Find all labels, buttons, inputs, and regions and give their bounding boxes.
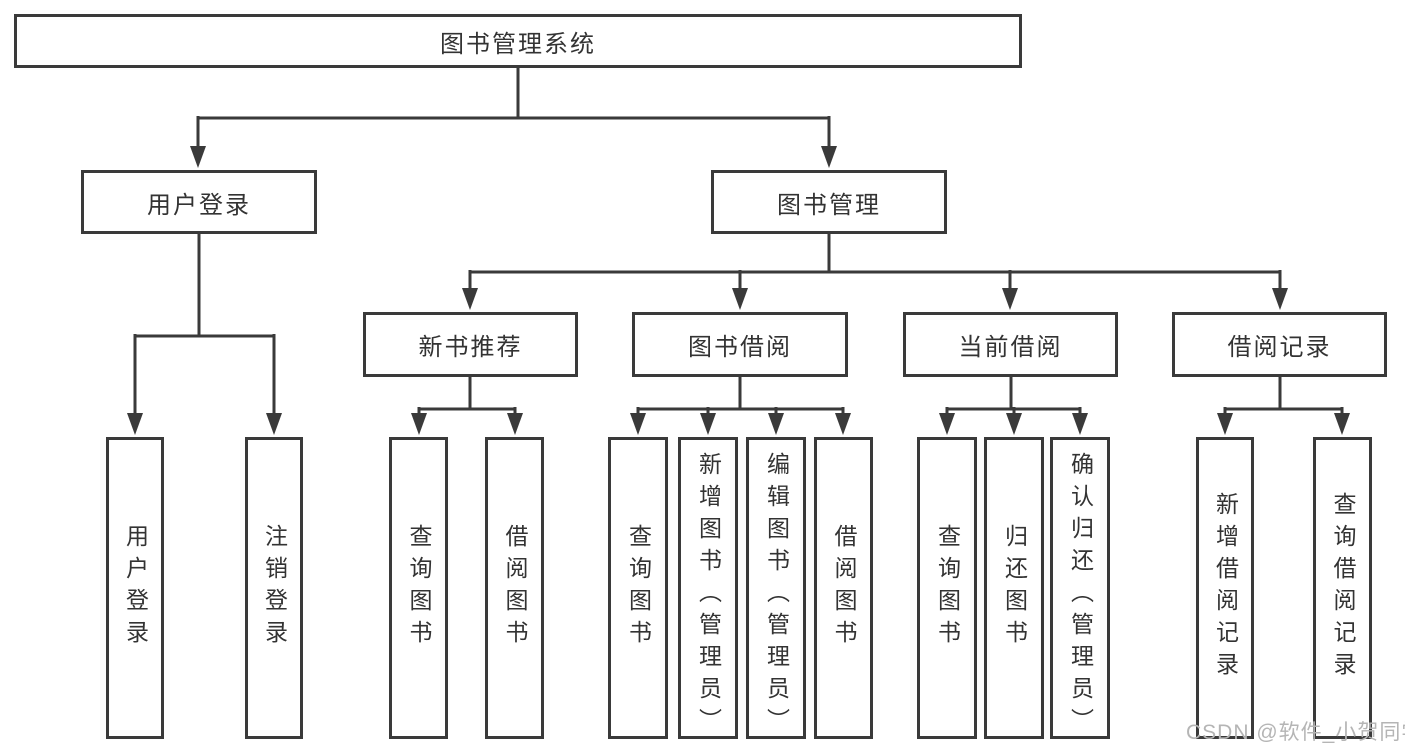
node-current-borrowing: 当前借阅 [903,312,1118,377]
leaf-label: 新增借阅记录 [1212,492,1239,684]
leaf-label: 借阅图书 [831,524,857,652]
leaf-borrow-books-recommend: 借阅图书 [485,437,544,739]
leaf-label: 查询借阅记录 [1330,492,1356,684]
leaf-query-books-recommend: 查询图书 [389,437,448,739]
leaf-user-login: 用户登录 [106,437,164,739]
leaf-label: 用户登录 [122,524,149,652]
leaf-edit-books-admin: 编辑图书（管理员） [746,437,806,740]
leaf-label: 借阅图书 [502,524,528,652]
leaf-return-books: 归还图书 [984,437,1044,739]
leaf-add-books-admin: 新增图书（管理员） [678,437,738,740]
leaf-logout: 注销登录 [245,437,303,739]
leaf-query-books-current: 查询图书 [917,437,977,739]
leaf-label: 新增图书（管理员） [695,452,722,740]
leaf-borrow-books: 借阅图书 [814,437,873,739]
leaf-label: 查询图书 [406,524,432,652]
csdn-watermark: CSDN @软件_小贺同学 [1186,721,1405,744]
leaf-label: 查询图书 [625,524,652,652]
leaf-label: 查询图书 [934,524,961,652]
node-book-management: 图书管理 [711,170,947,234]
leaf-label: 归还图书 [1001,524,1028,652]
leaf-query-borrow-record: 查询借阅记录 [1313,437,1372,739]
leaf-label: 确认归还（管理员） [1067,452,1094,740]
leaf-label: 编辑图书（管理员） [763,452,790,740]
leaf-label: 注销登录 [261,524,288,652]
node-borrowing-records: 借阅记录 [1172,312,1387,377]
leaf-add-borrow-record: 新增借阅记录 [1196,437,1254,739]
node-new-book-recommendation: 新书推荐 [363,312,578,377]
node-library-management-system: 图书管理系统 [14,14,1022,68]
node-user-login: 用户登录 [81,170,317,234]
node-book-borrowing: 图书借阅 [632,312,848,377]
leaf-confirm-return-admin: 确认归还（管理员） [1050,437,1110,740]
leaf-query-books-borrowing: 查询图书 [608,437,668,739]
